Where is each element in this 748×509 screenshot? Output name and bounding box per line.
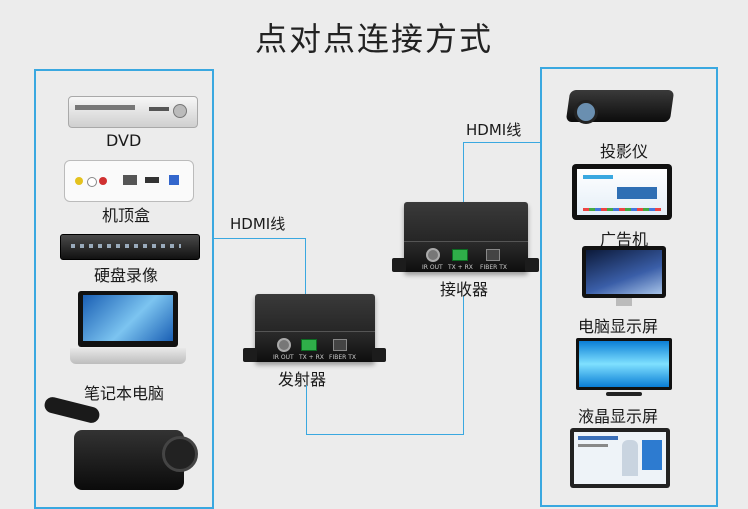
- port-ir-out: IR OUT: [422, 264, 443, 271]
- monitor-icon: [582, 246, 666, 308]
- laptop-icon: [70, 291, 188, 371]
- camcorder-icon: [42, 395, 198, 496]
- projector-icon: [565, 86, 676, 128]
- hdmi-cable-left: [214, 238, 306, 239]
- hdmi-cable-mid-rise: [463, 296, 464, 435]
- set-top-box-icon: [64, 160, 194, 202]
- receiver-box: IR OUT TX + RX FIBER TX: [404, 202, 528, 272]
- device-label-lcd: 液晶显示屏: [578, 407, 659, 426]
- device-label-dvd: DVD: [106, 131, 142, 150]
- port-fiber-tx: FIBER TX: [329, 354, 356, 361]
- device-label-set-top-box: 机顶盒: [102, 206, 151, 225]
- page-title: 点对点连接方式: [254, 20, 493, 58]
- hdmi-cable-right-rise: [463, 142, 464, 202]
- device-label-projector: 投影仪: [600, 142, 649, 161]
- info-screen-icon: [570, 428, 670, 488]
- port-fiber-tx: FIBER TX: [480, 264, 507, 271]
- transmitter-box: IR OUT TX + RX FIBER TX: [255, 294, 375, 362]
- device-label-laptop: 笔记本电脑: [84, 384, 165, 403]
- dvr-icon: [60, 234, 200, 260]
- port-tx-rx: TX + RX: [299, 354, 324, 361]
- port-tx-rx: TX + RX: [448, 264, 473, 271]
- port-ir-out: IR OUT: [273, 354, 294, 361]
- device-label-ad-display: 广告机: [600, 230, 649, 249]
- receiver-label: 接收器: [440, 280, 489, 299]
- hdmi-cable-left-label: HDMI线: [230, 215, 286, 233]
- hdmi-cable-right: [463, 142, 541, 143]
- lcd-screen-icon: [576, 338, 672, 400]
- ad-display-icon: [572, 164, 672, 220]
- device-label-monitor: 电脑显示屏: [578, 317, 659, 336]
- hdmi-cable-mid-drop: [306, 385, 307, 435]
- dvd-player-icon: [68, 96, 198, 128]
- device-label-dvr: 硬盘录像: [94, 266, 159, 285]
- hdmi-cable-right-label: HDMI线: [466, 121, 522, 139]
- hdmi-cable-left-drop: [305, 238, 306, 296]
- hdmi-cable-mid: [306, 434, 464, 435]
- transmitter-label: 发射器: [278, 370, 327, 389]
